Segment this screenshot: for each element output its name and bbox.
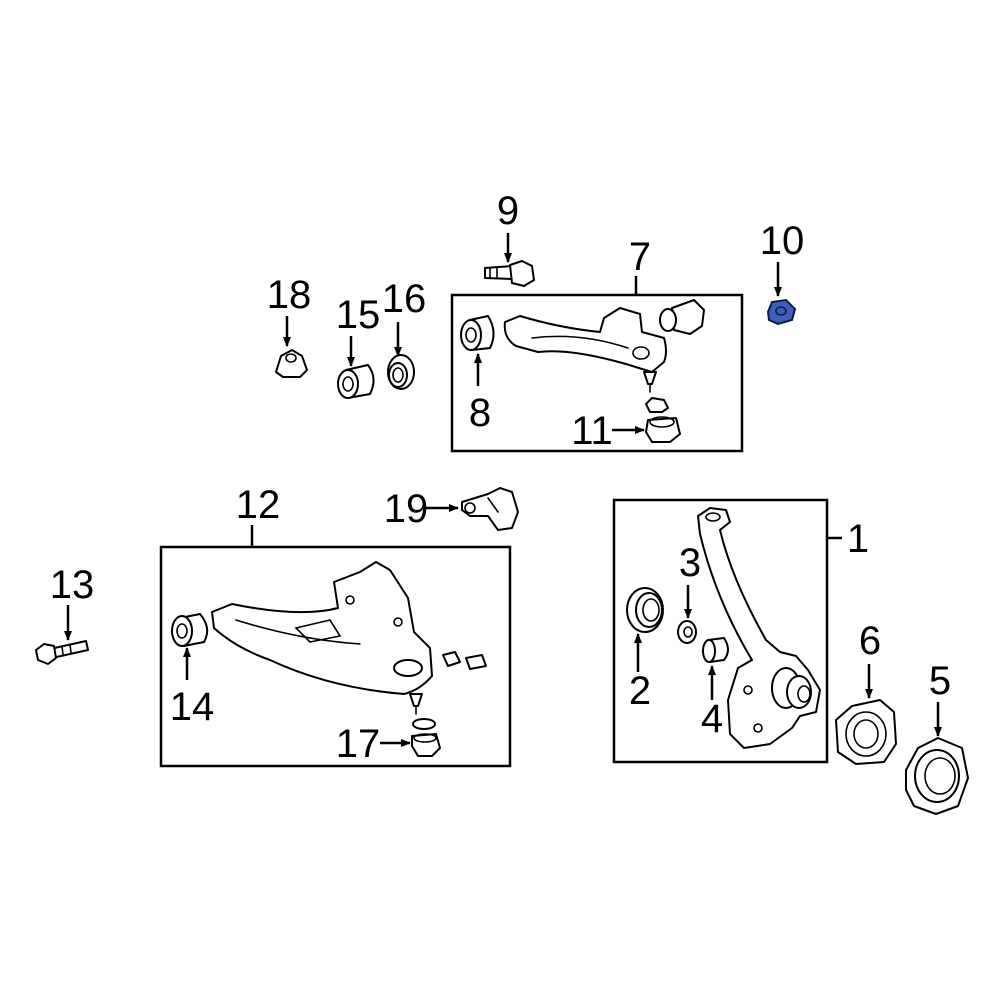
part-6-dust-shield[interactable] bbox=[835, 699, 897, 765]
callout-15: 15 bbox=[336, 293, 381, 337]
part-14-bushing[interactable] bbox=[171, 613, 209, 647]
part-4-bushing[interactable] bbox=[702, 637, 729, 663]
part-15-bushing[interactable] bbox=[337, 364, 375, 399]
part-11-ball-joint-boot[interactable] bbox=[645, 397, 681, 443]
callout-1: 1 bbox=[847, 517, 869, 561]
callout-labels: 18 15 16 9 10 7 8 11 12 19 13 14 17 1 2 … bbox=[50, 189, 951, 766]
callout-10: 10 bbox=[760, 219, 805, 263]
part-3-washer[interactable] bbox=[677, 620, 697, 644]
part-13-bolt[interactable] bbox=[35, 640, 89, 665]
callout-12: 12 bbox=[236, 483, 281, 527]
callout-9: 9 bbox=[497, 189, 519, 233]
part-16-bushing[interactable] bbox=[387, 354, 415, 390]
part-2-seal[interactable] bbox=[626, 587, 664, 633]
part-9-bolt[interactable] bbox=[484, 260, 535, 287]
callout-5: 5 bbox=[929, 659, 951, 703]
callout-13: 13 bbox=[50, 563, 95, 607]
part-1-steering-knuckle[interactable] bbox=[697, 507, 821, 749]
callout-2: 2 bbox=[629, 669, 651, 713]
part-8-bushing[interactable] bbox=[460, 315, 495, 351]
steering-knuckle-frame bbox=[612, 498, 829, 764]
callout-8: 8 bbox=[469, 391, 491, 435]
callout-6: 6 bbox=[859, 619, 881, 663]
callout-18: 18 bbox=[267, 273, 312, 317]
callout-11: 11 bbox=[571, 409, 613, 453]
callout-7: 7 bbox=[629, 235, 651, 279]
callout-leaders bbox=[64, 233, 942, 747]
callout-17: 17 bbox=[336, 722, 381, 766]
callout-14: 14 bbox=[170, 685, 215, 729]
part-12-lower-control-arm[interactable] bbox=[211, 561, 487, 715]
upper-control-arm-frame bbox=[450, 293, 744, 453]
part-19-bracket[interactable] bbox=[461, 487, 519, 531]
part-17-ball-joint-boot[interactable] bbox=[411, 718, 441, 757]
callout-16: 16 bbox=[382, 277, 427, 321]
callout-4: 4 bbox=[701, 697, 723, 741]
part-18-bump-stop[interactable] bbox=[275, 349, 308, 378]
part-10-nut-highlighted[interactable] bbox=[766, 298, 797, 326]
part-7-upper-control-arm[interactable] bbox=[503, 299, 705, 393]
callout-19: 19 bbox=[384, 487, 429, 531]
callout-3: 3 bbox=[679, 541, 701, 585]
lower-control-arm-frame bbox=[159, 545, 512, 768]
part-5-hub-seal[interactable] bbox=[905, 737, 969, 815]
